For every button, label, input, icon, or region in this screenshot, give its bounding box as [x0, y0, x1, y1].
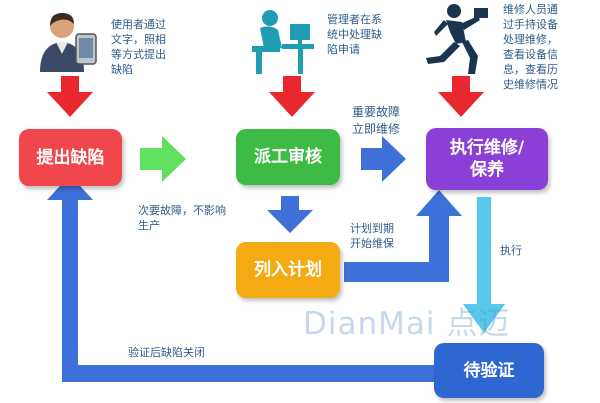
dispatch-review-label: 派工审核	[254, 147, 322, 167]
report-defect-label: 提出缺陷	[36, 147, 105, 168]
watermark-latin: DianMai	[303, 306, 436, 342]
verified-close-note: 验证后缺陷关闭	[128, 346, 205, 359]
person-at-desk-icon	[246, 6, 316, 76]
scheduled-maintenance-note: 计划到期 开始维保	[350, 222, 394, 250]
pending-verification-label: 待验证	[463, 360, 515, 381]
arrow-plan-to-repair	[344, 190, 462, 282]
arrow-report-to-dispatch	[140, 136, 186, 182]
person-with-tablet-icon	[38, 8, 102, 72]
dispatch-review-box: 派工审核	[236, 129, 340, 185]
arrow-user-to-report	[47, 76, 93, 117]
running-person-with-briefcase-icon	[420, 2, 494, 76]
user-note: 使用者通过 文字，照相 等方式提出 缺陷	[111, 18, 166, 76]
arrow-repair-to-verify	[463, 197, 505, 333]
manager-note: 管理者在系 统中处理缺 陷申请	[327, 13, 382, 56]
arrow-dispatch-to-repair	[361, 136, 406, 182]
add-to-plan-label: 列入计划	[254, 260, 322, 280]
arrow-dispatch-to-plan	[267, 196, 313, 233]
report-defect-box: 提出缺陷	[19, 129, 122, 186]
arrow-manager-to-dispatch	[269, 76, 315, 117]
watermark: DianMai 点迈	[303, 298, 510, 343]
major-fault-note: 重要故障 立即维修	[352, 105, 401, 136]
maintainer-note: 维修人员通 过手持设备 处理维修， 查看设备信 息，查看历 史维修情况	[503, 3, 558, 91]
arrow-maintainer-to-repair	[438, 76, 484, 117]
repair-maintenance-label: 执行维修/ 保养	[449, 138, 525, 180]
minor-fault-note: 次要故障，不影响 生产	[138, 204, 226, 232]
add-to-plan-box: 列入计划	[236, 242, 340, 298]
repair-maintenance-box: 执行维修/ 保养	[426, 128, 548, 190]
pending-verification-box: 待验证	[434, 343, 544, 398]
execute-note: 执行	[500, 244, 522, 257]
arrow-verify-to-report	[47, 175, 434, 382]
watermark-cjk: 点迈	[446, 306, 511, 342]
